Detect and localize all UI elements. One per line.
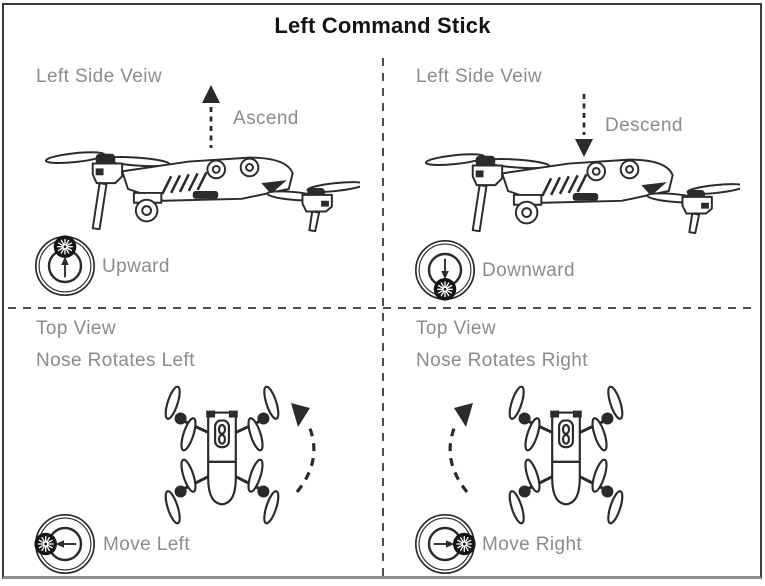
page-title: Left Command Stick bbox=[274, 13, 491, 38]
stick-action-label: Downward bbox=[482, 260, 575, 281]
quadrant-ascend: Left Side Veiw Ascend Upward bbox=[4, 56, 382, 307]
quadrant-rotate-left: Top View Nose Rotates Left Move Left bbox=[4, 309, 382, 577]
drone-top-view-illustration bbox=[477, 383, 655, 526]
stick-action-label: Move Right bbox=[482, 534, 583, 555]
stick-action-label: Upward bbox=[102, 256, 170, 277]
rotate-right-curved-arrow-icon bbox=[437, 400, 483, 496]
quadrant-rotate-right: Top View Nose Rotates Right Move Right bbox=[385, 309, 761, 577]
joystick-downward-icon bbox=[413, 238, 477, 302]
descend-dashed-arrow-icon bbox=[571, 92, 597, 158]
motion-label: Ascend bbox=[233, 108, 299, 129]
horizontal-dashed-divider bbox=[8, 307, 757, 309]
rotate-left-curved-arrow-icon bbox=[281, 400, 327, 496]
stick-action-label: Move Left bbox=[103, 534, 191, 555]
ascend-dashed-arrow-icon bbox=[198, 84, 224, 150]
sub-label: Nose Rotates Right bbox=[416, 350, 588, 371]
view-label: Left Side Veiw bbox=[36, 66, 163, 87]
joystick-move-left-icon bbox=[33, 512, 97, 576]
view-label: Left Side Veiw bbox=[416, 66, 543, 87]
joystick-move-right-icon bbox=[413, 512, 477, 576]
drone-side-view-illustration bbox=[45, 140, 360, 238]
joystick-upward-icon bbox=[33, 234, 97, 298]
view-label: Top View bbox=[36, 318, 116, 339]
view-label: Top View bbox=[416, 318, 496, 339]
quadrant-descend: Left Side Veiw Descend Downward bbox=[385, 56, 761, 307]
motion-label: Descend bbox=[605, 115, 683, 136]
vertical-dashed-divider bbox=[382, 58, 384, 577]
sub-label: Nose Rotates Left bbox=[36, 350, 195, 371]
drone-side-view-illustration bbox=[425, 142, 740, 240]
